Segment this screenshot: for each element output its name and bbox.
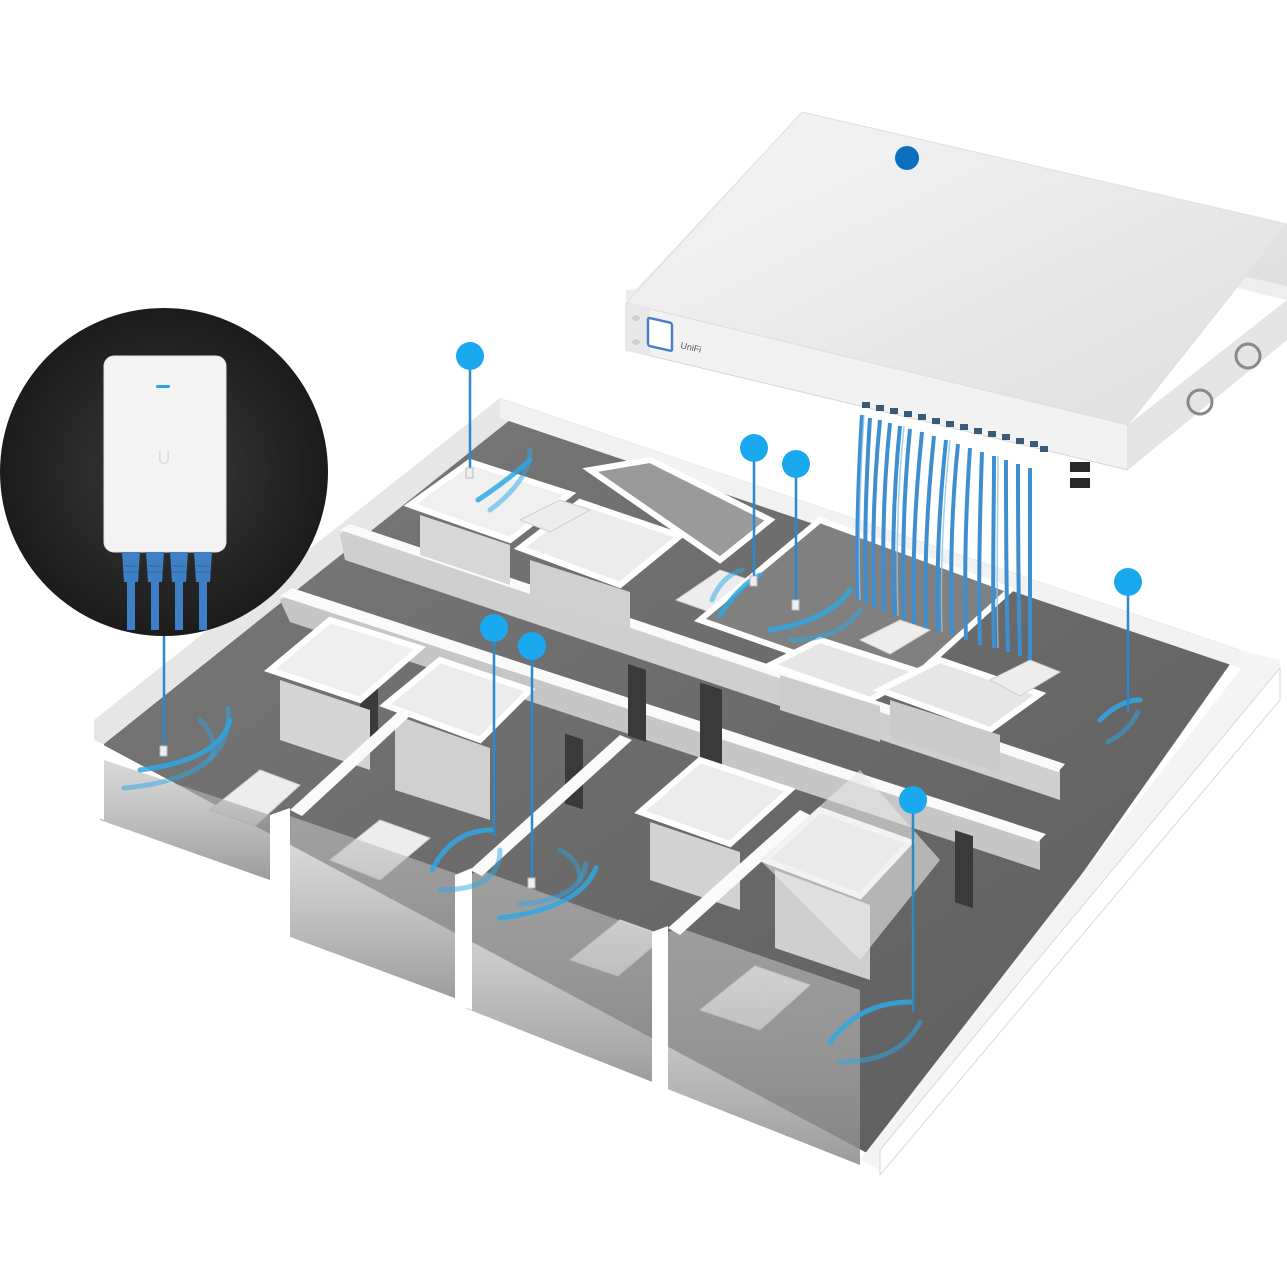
- switch-top-main: [625, 111, 1287, 426]
- door: [628, 664, 646, 742]
- bed: [518, 499, 592, 533]
- ap-inset: U: [0, 308, 328, 636]
- front-walls: [94, 710, 940, 1165]
- outer-wall-right-face: [879, 666, 1281, 1177]
- ap-pin-7[interactable]: [899, 786, 927, 1012]
- wifi-wave-ap-3: [767, 587, 863, 643]
- wifi-wave-ap-1: [475, 447, 533, 513]
- wifi-wave-ap-5: [429, 827, 503, 893]
- poe-switch: UniFi: [625, 111, 1287, 488]
- ap-pin-4[interactable]: [1114, 568, 1142, 712]
- ap-logo: U: [158, 448, 171, 468]
- ap-pin-2[interactable]: [740, 434, 768, 587]
- outer-wall-back-left: [94, 398, 510, 744]
- ap-pin-5[interactable]: [480, 614, 508, 836]
- ap-pin-8[interactable]: [159, 630, 168, 757]
- ap-device: [103, 355, 227, 553]
- switch-marker[interactable]: [895, 146, 919, 170]
- outer-wall-back-right: [500, 398, 1240, 668]
- rack-ear: [626, 303, 650, 356]
- outer-wall-right: [860, 650, 1280, 1170]
- wifi-coverage-waves: [121, 447, 1143, 1065]
- ap-pin-6[interactable]: [518, 632, 546, 889]
- patch-cables: [855, 414, 1032, 660]
- switch-side: [1128, 300, 1287, 470]
- wifi-wave-ap-6: [497, 847, 599, 921]
- ap-led: [156, 385, 170, 388]
- door: [955, 830, 973, 909]
- ap-pin-1[interactable]: [456, 342, 484, 479]
- switch-ports: [862, 402, 1048, 452]
- upper-rooms: [360, 456, 1062, 772]
- door: [700, 682, 722, 768]
- switch-logo-box: [646, 316, 674, 353]
- ap-markers: [159, 342, 1142, 1012]
- ap-ethernet-cables: [122, 552, 212, 630]
- floor-plan: [94, 398, 1281, 1177]
- fan-icon: [1186, 388, 1214, 416]
- fan-icon: [1234, 342, 1262, 370]
- wifi-wave-ap-4: [1097, 697, 1143, 745]
- ap-pin-3[interactable]: [782, 450, 810, 611]
- corridor-wall-upper-top: [340, 524, 1065, 772]
- bed: [858, 619, 932, 655]
- bed: [988, 659, 1062, 697]
- switch-logo-text: UniFi: [680, 340, 703, 354]
- wifi-wave-ap-8: [121, 705, 233, 791]
- wifi-wave-ap-7: [827, 999, 923, 1065]
- sfp-ports: [1070, 462, 1090, 488]
